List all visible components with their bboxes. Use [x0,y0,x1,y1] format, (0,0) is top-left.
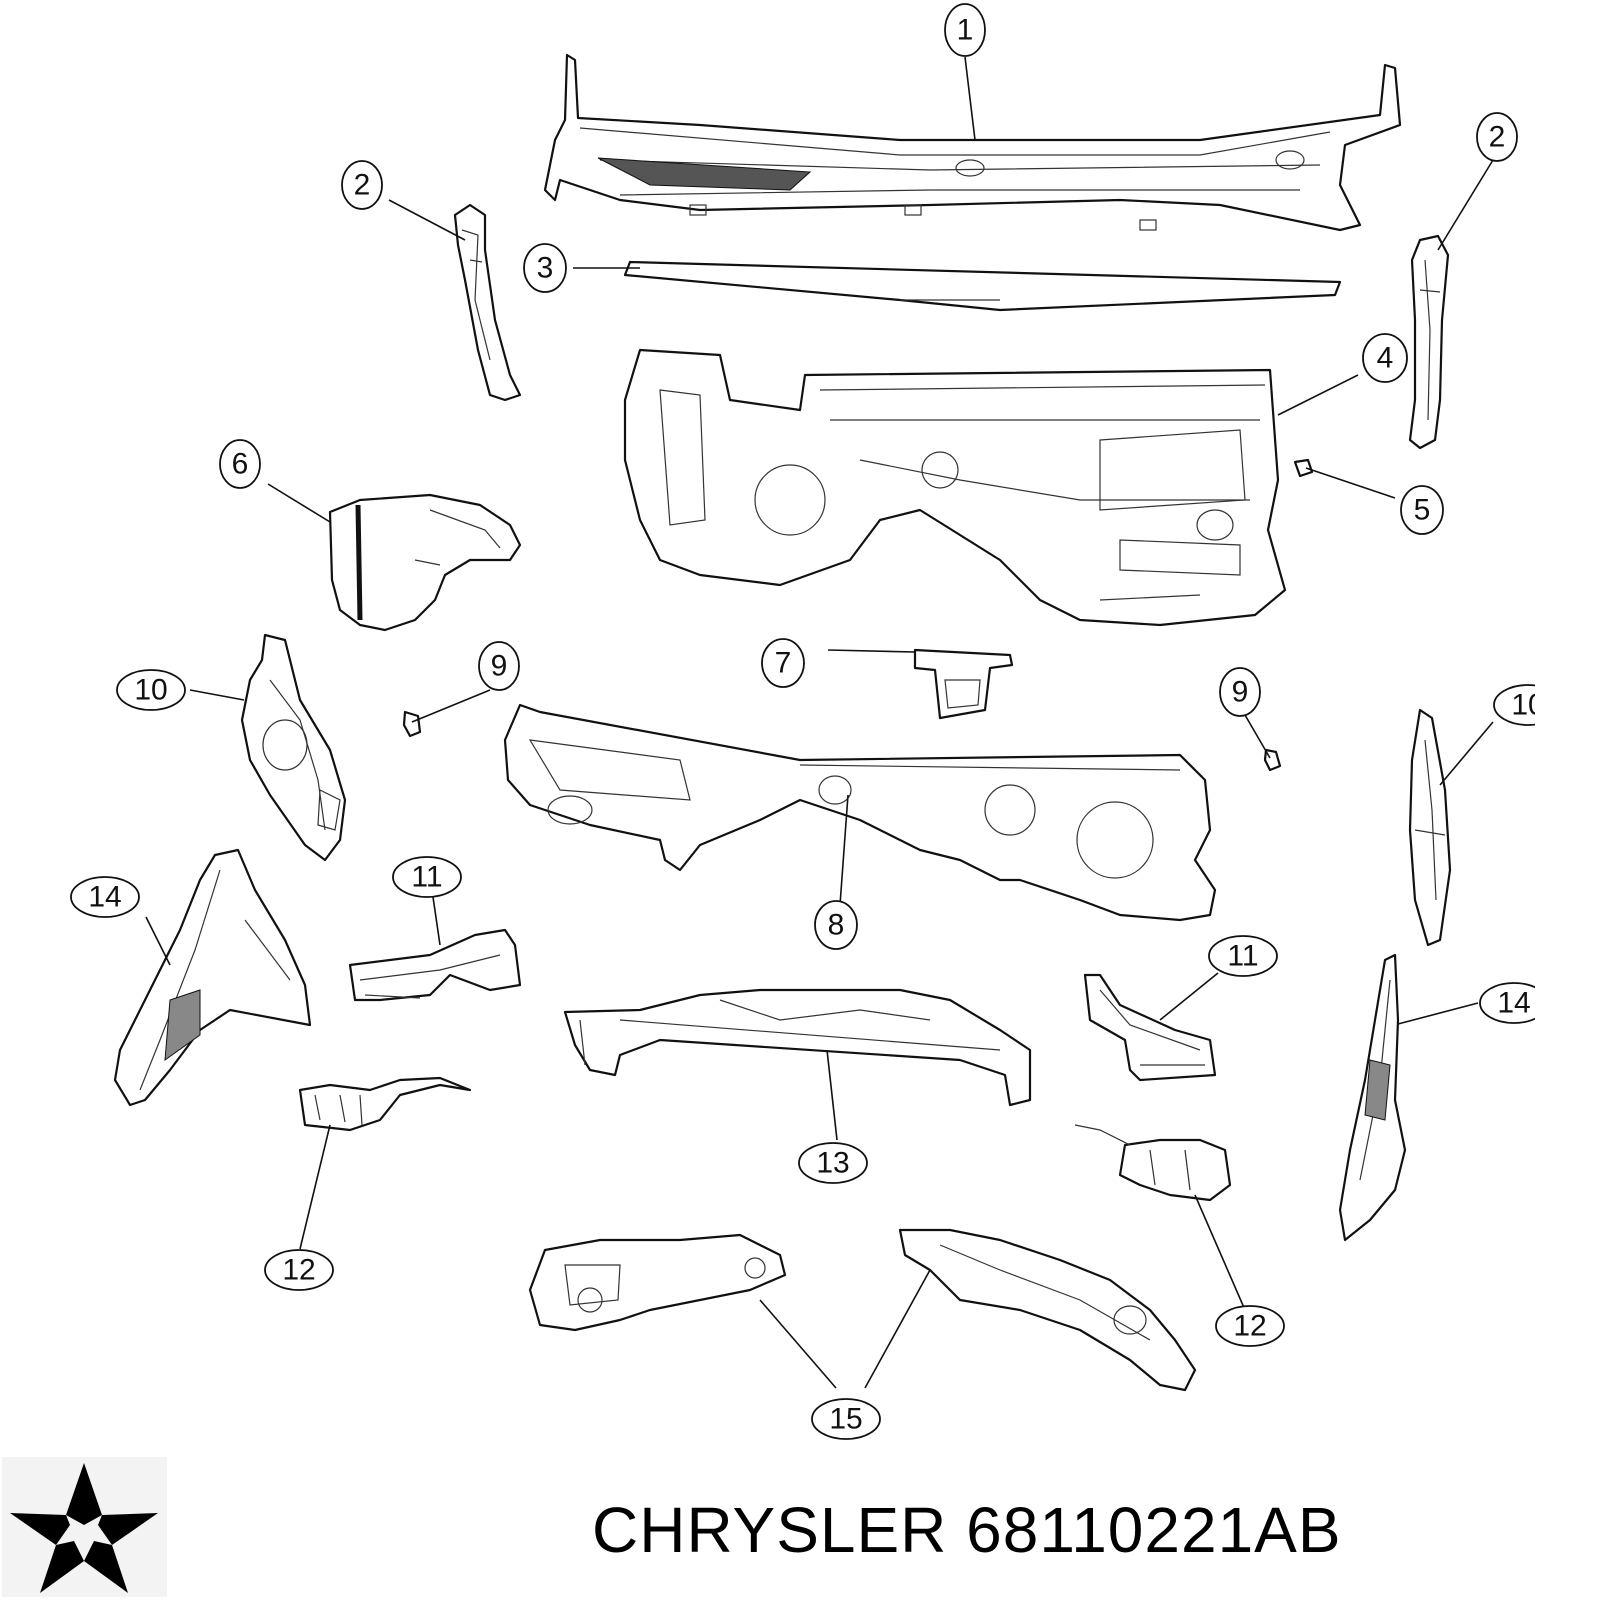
part-cowl-cross-member [563,988,1032,1107]
pentastar-logo-icon [2,1457,167,1597]
callout-label: 11 [411,861,442,894]
part-caption: CHRYSLER 68110221AB [592,1498,1342,1562]
callout-9-left: 9 [478,641,520,691]
callout-8: 8 [814,900,858,950]
callout-13: 13 [798,1142,868,1184]
callout-10-left: 10 [116,669,186,711]
part-cowl-top-panel [543,53,1402,232]
callout-label: 3 [537,252,554,285]
callout-7: 7 [761,638,805,688]
part-bracket-12-right [1074,1124,1232,1202]
brand-name: CHRYSLER [592,1494,948,1566]
callout-label: 9 [491,650,508,683]
part-strut-tower-15-right [898,1228,1197,1392]
callout-label: 11 [1227,940,1258,973]
part-cowl-seal [623,260,1342,312]
right-edge-crop [1535,680,1600,1040]
callout-15: 15 [811,1398,881,1440]
callout-5: 5 [1400,485,1444,535]
callout-label: 1 [957,14,974,47]
callout-label: 4 [1377,342,1394,375]
part-clip-9-left [402,710,422,738]
part-fender-shield-14-left [113,848,312,1107]
callout-label: 9 [1232,676,1249,709]
part-reinforcement-10-right [1408,708,1452,947]
callout-9-right: 9 [1219,667,1261,717]
part-bracket-12-left [298,1076,472,1132]
part-reinforcement-10-left [240,633,347,862]
callout-label: 15 [829,1403,862,1436]
part-fender-shield-14-right [1338,953,1407,1242]
callout-1: 1 [944,3,986,57]
part-cowl-drain-right [1408,234,1450,450]
callout-label: 2 [1489,121,1506,154]
part-dash-panel [623,348,1287,627]
part-bracket-11-left [348,928,522,1002]
part-bracket-7 [913,648,1014,720]
callout-3: 3 [523,243,567,293]
callout-label: 5 [1414,494,1431,527]
callout-12-right: 12 [1215,1305,1285,1347]
callout-2-left: 2 [341,160,383,210]
callout-label: 12 [1233,1310,1266,1343]
callout-2-right: 2 [1476,112,1518,162]
callout-label: 14 [88,881,121,914]
callout-11-left: 11 [392,856,462,898]
part-dash-insulator [503,703,1217,922]
part-clip-5 [1293,458,1314,478]
leader-lines [145,56,1494,1389]
callout-4: 4 [1362,333,1408,383]
part-number: 68110221AB [966,1494,1342,1566]
callout-14-right: 14 [1479,982,1549,1024]
callout-12-left: 12 [264,1249,334,1291]
callout-label: 13 [816,1147,849,1180]
callout-label: 10 [134,674,167,707]
callout-label: 12 [282,1254,315,1287]
callout-14-left: 14 [70,876,140,918]
callout-label: 6 [232,448,249,481]
callout-label: 14 [1497,987,1530,1020]
part-cowl-drain-left [453,203,522,402]
callout-label: 2 [354,169,371,202]
callout-label: 8 [828,909,845,942]
part-bracket-11-right [1083,973,1217,1082]
part-strut-tower-15-left [528,1233,787,1332]
callout-label: 7 [775,647,792,680]
callout-11-right: 11 [1208,935,1278,977]
part-silencer-duct [328,493,522,632]
callout-6: 6 [219,439,261,489]
